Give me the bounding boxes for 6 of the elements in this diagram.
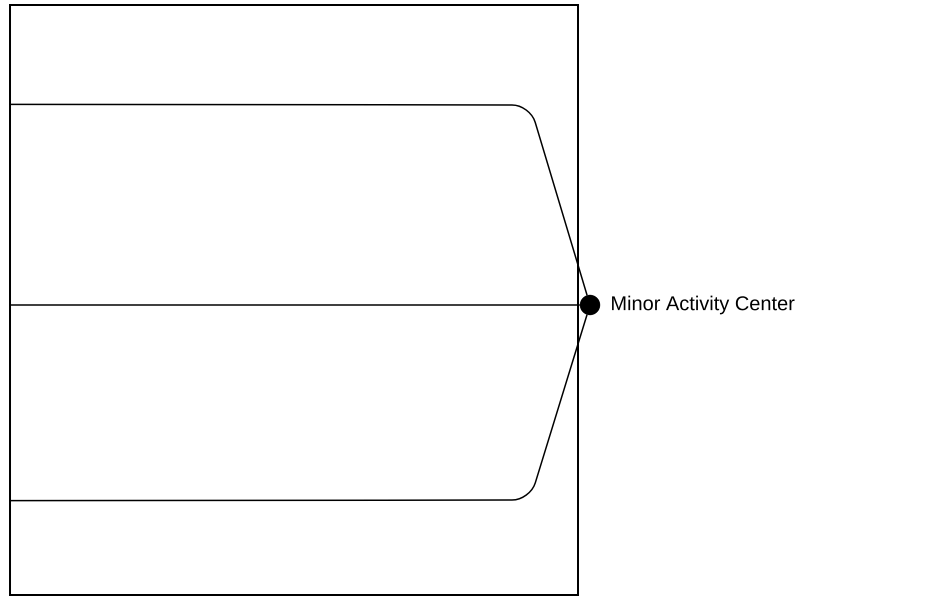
frame-box [9, 4, 579, 596]
connector-line [9, 314, 588, 502]
junction-dot [580, 294, 600, 316]
connector-line [9, 104, 588, 296]
connector-line [9, 304, 580, 306]
node-label: Minor Activity Center [612, 296, 795, 314]
